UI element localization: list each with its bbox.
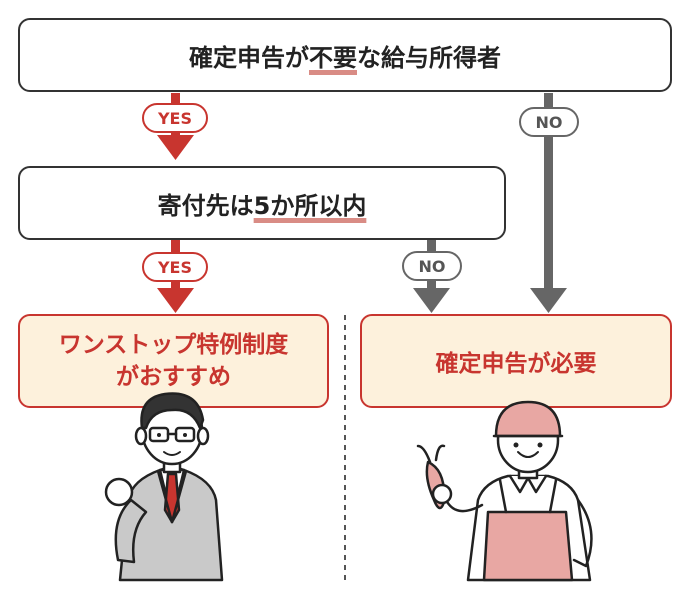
no-label-2: NO [402, 251, 462, 281]
question-top-pre: 確定申告が [189, 43, 309, 72]
no-label-1: NO [519, 107, 579, 137]
result-left: ワンストップ特例制度 がおすすめ [18, 314, 329, 408]
question-middle-underlined: 5か所以内 [253, 191, 367, 220]
yes-label-1: YES [142, 103, 208, 133]
result-left-line1: ワンストップ特例制度 [58, 331, 289, 358]
yes-label-2: YES [142, 252, 208, 282]
result-right-text: 確定申告が必要 [435, 351, 597, 377]
question-middle-pre: 寄付先は [157, 191, 254, 220]
question-top: 確定申告が不要な給与所得者 [18, 18, 672, 92]
question-top-underlined: 不要 [309, 43, 357, 72]
no-arrow-1 [530, 93, 567, 313]
result-left-line2: がおすすめ [116, 364, 231, 390]
question-top-post: な給与所得者 [357, 43, 501, 72]
